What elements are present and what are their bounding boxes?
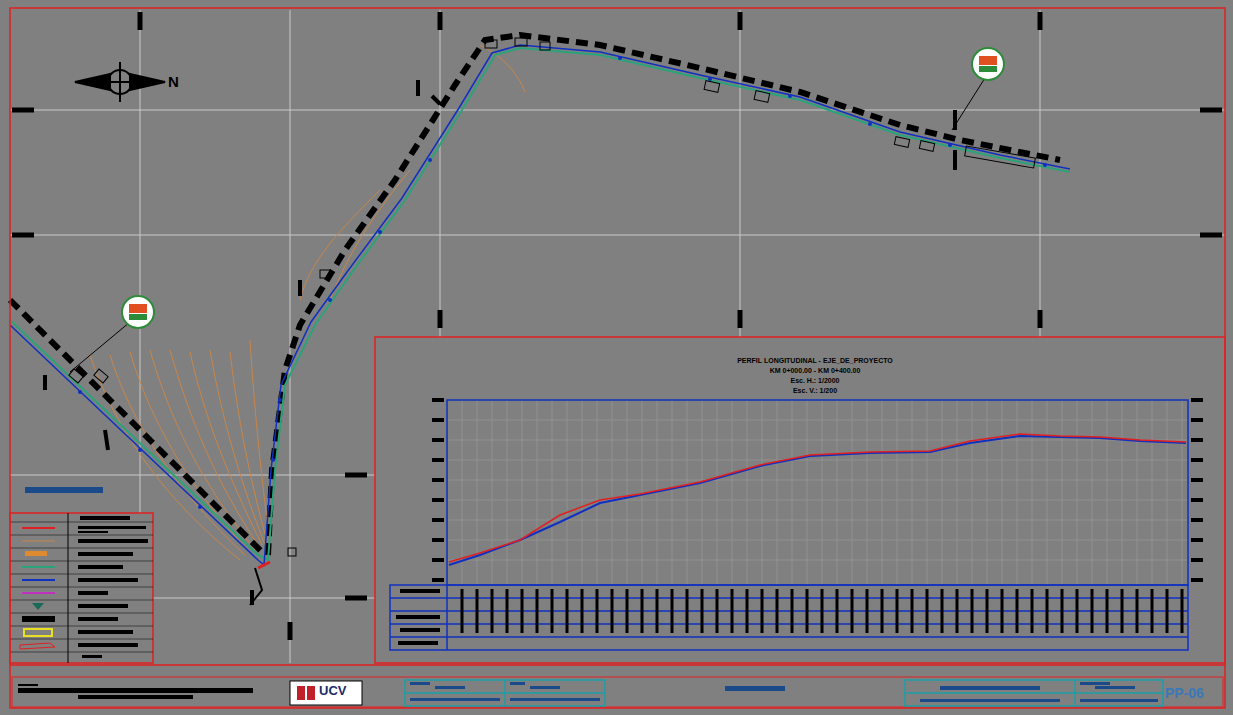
north-label: N bbox=[168, 74, 179, 91]
vertical-scale: Esc. V.: 1/200 bbox=[793, 387, 837, 395]
profile-range: KM 0+000.00 - KM 0+400.00 bbox=[770, 367, 861, 375]
sheet-number: PP-06 bbox=[1165, 686, 1204, 701]
horizontal-scale: Esc. H.: 1/2000 bbox=[790, 377, 839, 385]
university-logo: UCV bbox=[319, 684, 346, 698]
profile-title: PERFIL LONGITUDINAL - EJE_DE_PROYECTO bbox=[737, 357, 893, 365]
